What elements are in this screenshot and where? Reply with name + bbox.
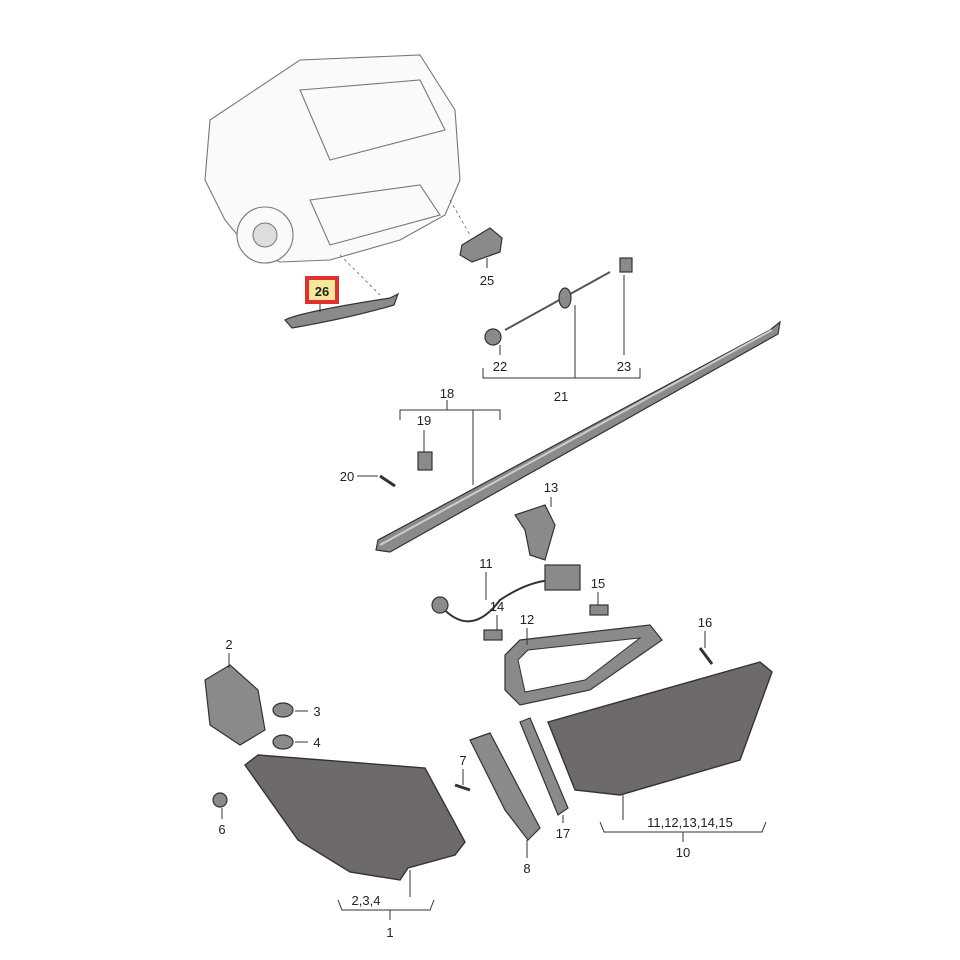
label-8[interactable]: 8: [523, 861, 530, 876]
label-1-group: 2,3,4: [352, 893, 381, 908]
part-15-bulb[interactable]: [589, 604, 609, 616]
part-10-inner-tail-lamp[interactable]: [547, 661, 773, 796]
label-6[interactable]: 6: [218, 822, 225, 837]
label-10[interactable]: 10: [676, 845, 690, 860]
part-2-bulb-holder[interactable]: [204, 664, 266, 746]
part-21-grommet: [558, 287, 572, 309]
label-23[interactable]: 23: [617, 359, 631, 374]
part-25-bracket[interactable]: [459, 227, 503, 263]
label-11[interactable]: 11: [479, 556, 493, 571]
part-14-bulb[interactable]: [483, 629, 503, 641]
car-rear-view: [204, 54, 471, 296]
part-20-screw[interactable]: [379, 474, 396, 488]
label-7[interactable]: 7: [459, 753, 466, 768]
label-18[interactable]: 18: [440, 386, 454, 401]
part-16-screw[interactable]: [698, 647, 714, 665]
label-13[interactable]: 13: [544, 480, 558, 495]
part-4-bulb[interactable]: [272, 734, 294, 750]
label-26[interactable]: 26: [315, 284, 329, 299]
highlight-box-26: [305, 276, 339, 304]
label-4[interactable]: 4: [313, 735, 320, 750]
part-7-screw[interactable]: [454, 783, 471, 792]
label-22[interactable]: 22: [493, 359, 507, 374]
part-22-nut[interactable]: [484, 328, 502, 346]
part-26-trim-strip[interactable]: [284, 292, 400, 329]
label-3[interactable]: 3: [313, 704, 320, 719]
label-21[interactable]: 21: [554, 389, 568, 404]
label-14[interactable]: 14: [490, 599, 504, 614]
label-16[interactable]: 16: [698, 615, 712, 630]
label-25[interactable]: 25: [480, 273, 494, 288]
label-12[interactable]: 12: [520, 612, 534, 627]
part-21-rod: [504, 271, 611, 331]
part-19-clip[interactable]: [417, 451, 433, 471]
part-1-outer-tail-lamp[interactable]: [244, 754, 466, 881]
part-17-seal[interactable]: [519, 717, 569, 816]
label-20[interactable]: 20: [340, 469, 354, 484]
label-2[interactable]: 2: [225, 637, 232, 652]
label-17[interactable]: 17: [556, 826, 570, 841]
part-3-bulb[interactable]: [272, 702, 294, 718]
label-1[interactable]: 1: [386, 925, 393, 940]
label-10-group: 11,12,13,14,15: [647, 815, 733, 830]
part-8-trim[interactable]: [469, 732, 541, 841]
label-15[interactable]: 15: [591, 576, 605, 591]
part-6-nut[interactable]: [212, 792, 228, 808]
part-13-holder[interactable]: [514, 504, 556, 561]
label-19[interactable]: 19: [417, 413, 431, 428]
leader-lines: [221, 258, 767, 920]
part-11-harness[interactable]: [439, 579, 556, 623]
part-23-clip[interactable]: [619, 257, 633, 273]
